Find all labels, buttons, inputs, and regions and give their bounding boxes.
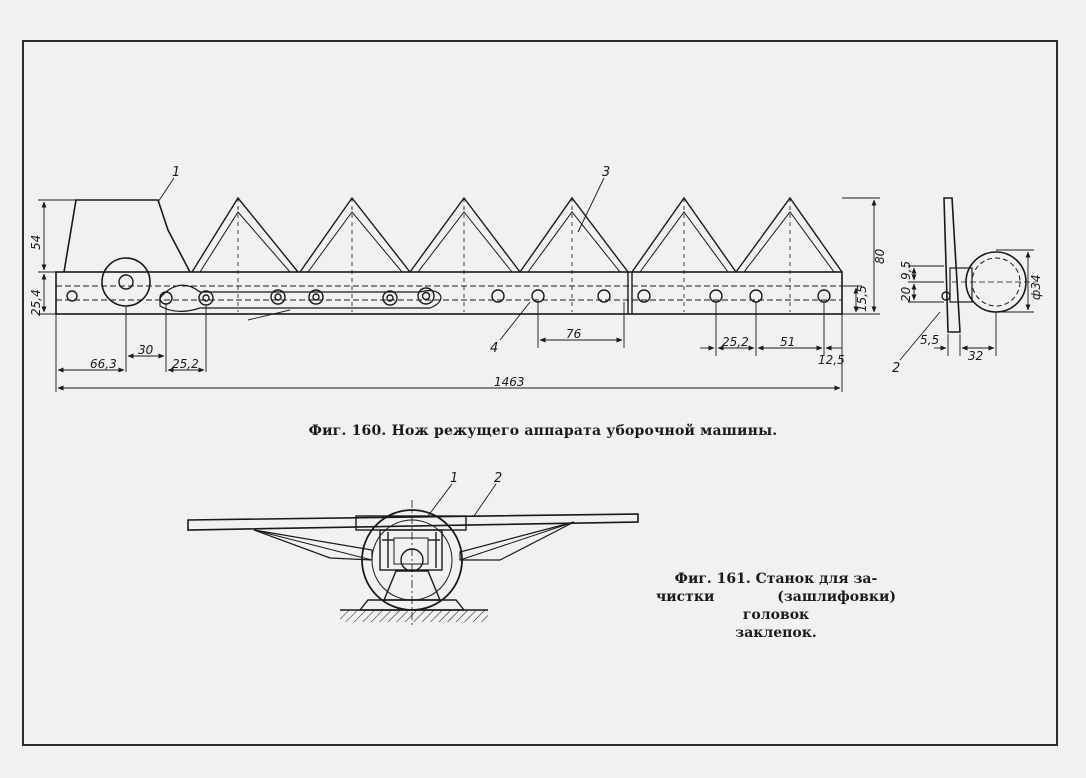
- dim-30: 30: [138, 343, 154, 357]
- knife-drawing: [55, 196, 843, 315]
- fig160-part-label-2: 2: [892, 361, 900, 376]
- fig160-part-label-3: 3: [602, 165, 610, 180]
- knife-section-view: [899, 197, 1036, 361]
- dim-51: 51: [780, 335, 795, 349]
- dim-20: 20: [899, 286, 913, 302]
- fig161-caption-line-1: Фиг. 161. Станок для за-: [674, 571, 878, 587]
- knife-link-strip: [159, 284, 442, 313]
- dim-5-5: 5,5: [920, 333, 939, 347]
- dim-25-2-right: 25,2: [722, 335, 749, 349]
- dim-phi34: ф34: [1029, 274, 1043, 300]
- knife-dimensions: [38, 177, 880, 392]
- knife-head: [63, 199, 191, 273]
- knife-back-bar: [55, 271, 843, 315]
- fig161-caption-line-3: заклепок.: [735, 625, 817, 641]
- dim-15-5: 15,5: [855, 285, 869, 312]
- fig160-part-label-1: 1: [172, 165, 180, 180]
- dim-80: 80: [873, 248, 887, 264]
- dim-25-4: 25,4: [29, 289, 43, 316]
- ground-hatching: [340, 610, 488, 622]
- dim-25-2-left: 25,2: [172, 357, 199, 371]
- fig160-caption: Фиг. 160. Нож режущего аппарата уборочно…: [308, 423, 778, 439]
- dim-12-5: 12,5: [818, 353, 845, 367]
- fig161-part-label-2: 2: [494, 471, 502, 486]
- knife-section-1: [191, 196, 299, 273]
- dim-54: 54: [29, 235, 43, 250]
- dim-9-5: 9,5: [899, 261, 913, 280]
- knife-rivets: [66, 287, 831, 306]
- fig161-caption: Фиг. 161. Станок для за- чистки (зашлифо…: [656, 570, 896, 642]
- dim-1463: 1463: [494, 375, 525, 389]
- dim-66-3: 66,3: [90, 357, 117, 371]
- fig160-part-label-4: 4: [490, 341, 498, 356]
- grinding-stand-drawing: [187, 483, 639, 628]
- dim-32: 32: [968, 349, 983, 363]
- fig161-part-label-1: 1: [450, 471, 458, 486]
- knife-head-disk: [101, 257, 151, 307]
- stand-knife-bar: [187, 513, 639, 531]
- fig161-caption-line-2: чистки (зашлифовки) головок: [656, 589, 896, 623]
- drawing-frame: [22, 40, 1058, 746]
- dim-76: 76: [566, 327, 582, 341]
